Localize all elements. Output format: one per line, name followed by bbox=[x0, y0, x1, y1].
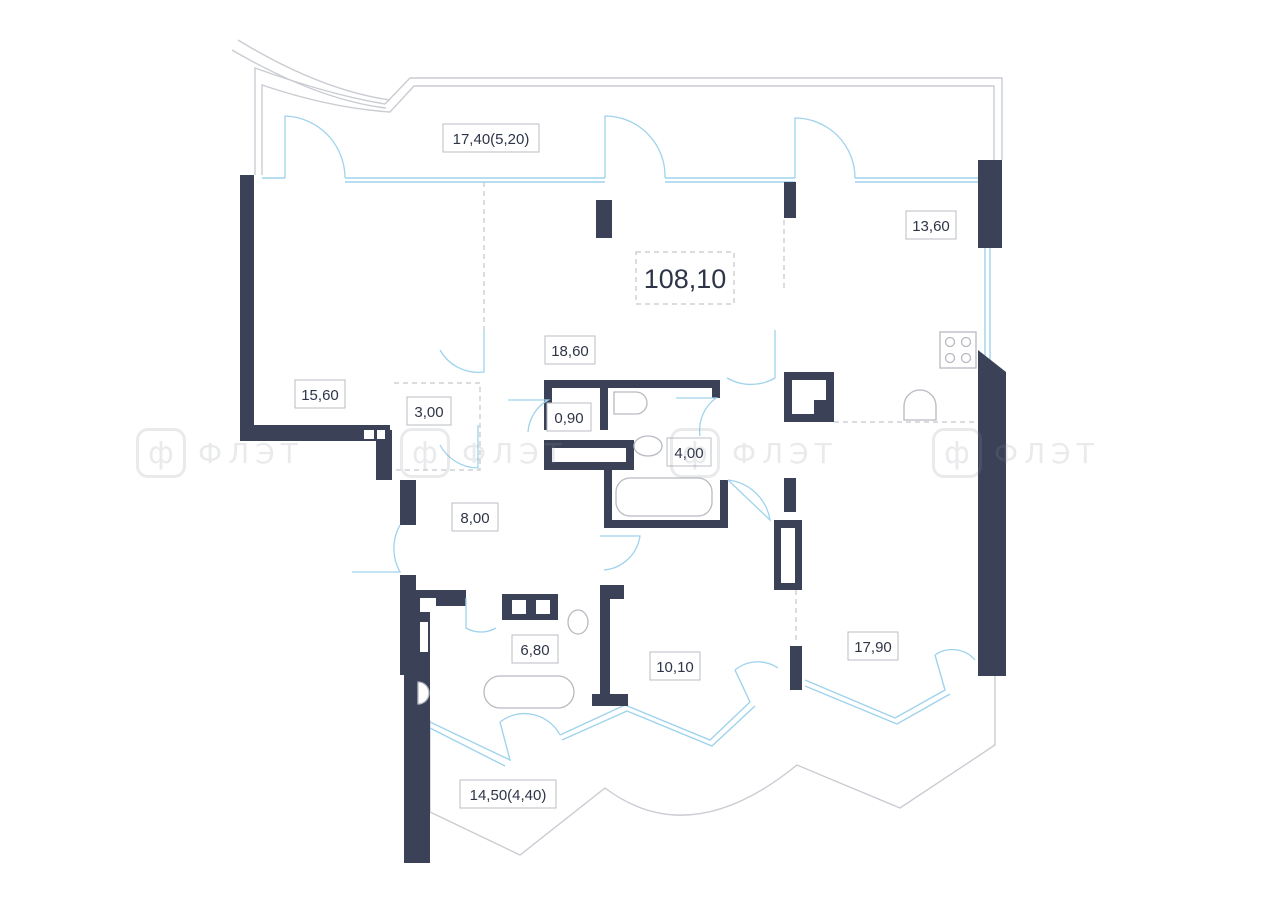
watermark: ф ФЛЭТ bbox=[670, 428, 838, 478]
svg-text:10,10: 10,10 bbox=[656, 659, 694, 676]
toilet-icon bbox=[567, 609, 589, 635]
svg-text:18,60: 18,60 bbox=[551, 343, 589, 360]
bathtub-icon bbox=[483, 675, 575, 709]
room-area-labels: 17,40(5,20) 13,60 18,60 15,60 3,00 0,90 … bbox=[294, 123, 957, 809]
toilet-icon bbox=[613, 391, 648, 415]
bathtub-icon bbox=[615, 477, 713, 517]
svg-text:8,00: 8,00 bbox=[460, 510, 489, 527]
watermark: ф ФЛЭТ bbox=[136, 428, 304, 478]
room-label-bathroom-center: 4,00 bbox=[666, 437, 712, 467]
svg-text:15,60: 15,60 bbox=[301, 387, 339, 404]
watermark-logo-icon: ф bbox=[400, 428, 450, 478]
loggia-top-outline bbox=[231, 39, 1003, 175]
svg-text:13,60: 13,60 bbox=[912, 218, 950, 235]
zone-dividers bbox=[394, 182, 978, 644]
room-label-loggia-top: 17,40(5,20) bbox=[442, 123, 540, 153]
room-label-bedroom-middle: 10,10 bbox=[649, 651, 701, 681]
room-label-bedroom-right: 17,90 bbox=[847, 631, 899, 661]
svg-text:3,00: 3,00 bbox=[414, 404, 443, 421]
room-label-bedroom-left: 15,60 bbox=[294, 379, 346, 409]
svg-text:17,90: 17,90 bbox=[854, 639, 892, 656]
watermark-text: ФЛЭТ bbox=[994, 436, 1100, 470]
kitchen-sink-icon bbox=[903, 389, 937, 421]
watermark-logo-icon: ф bbox=[932, 428, 982, 478]
watermark: ф ФЛЭТ bbox=[932, 428, 1100, 478]
svg-text:14,50(4,40): 14,50(4,40) bbox=[470, 787, 547, 804]
sink-icon bbox=[633, 435, 663, 457]
watermark-logo-icon: ф bbox=[136, 428, 186, 478]
room-label-hall: 8,00 bbox=[451, 502, 499, 532]
cooktop-icon bbox=[939, 331, 977, 369]
watermark-logo-icon: ф bbox=[670, 428, 720, 478]
svg-text:6,80: 6,80 bbox=[520, 642, 549, 659]
total-area: 108,10 bbox=[644, 264, 727, 294]
room-label-kitchen: 13,60 bbox=[905, 210, 957, 240]
watermark-text: ФЛЭТ bbox=[462, 436, 568, 470]
room-label-wc: 0,90 bbox=[546, 402, 592, 432]
fixtures bbox=[417, 331, 977, 709]
sink-icon bbox=[417, 681, 430, 705]
watermark-text: ФЛЭТ bbox=[198, 436, 304, 470]
watermark: ф ФЛЭТ bbox=[400, 428, 568, 478]
svg-text:17,40(5,20): 17,40(5,20) bbox=[453, 131, 530, 148]
window-glass bbox=[262, 177, 991, 767]
room-label-closet: 3,00 bbox=[406, 396, 452, 426]
svg-text:4,00: 4,00 bbox=[674, 445, 703, 462]
room-label-bathroom-lower: 6,80 bbox=[511, 634, 559, 664]
room-label-living: 18,60 bbox=[544, 335, 596, 365]
room-label-loggia-bottom: 14,50(4,40) bbox=[459, 779, 557, 809]
svg-text:0,90: 0,90 bbox=[554, 410, 583, 427]
doors bbox=[284, 115, 976, 736]
watermark-text: ФЛЭТ bbox=[732, 436, 838, 470]
